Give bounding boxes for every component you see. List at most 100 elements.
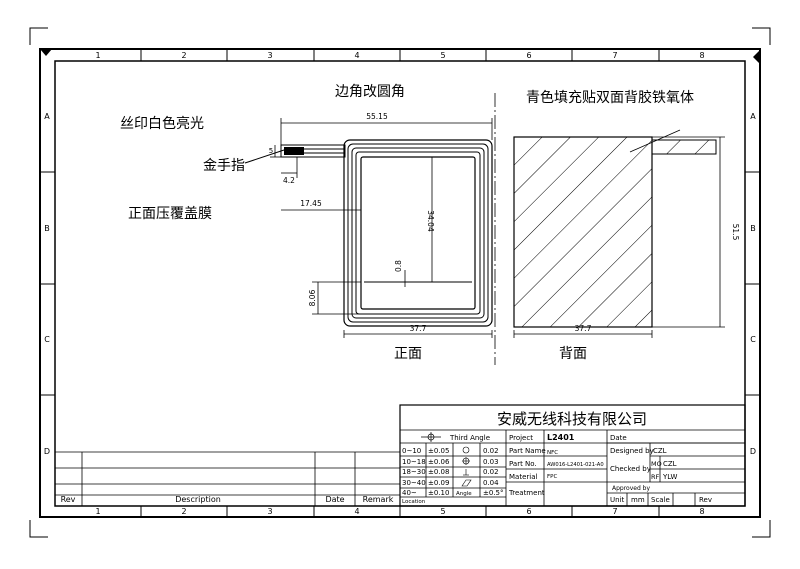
back-ferrite-note: 青色填充贴双面背胶铁氧体 [526, 89, 694, 106]
tol-range: 0~10 [402, 447, 421, 455]
third-angle-projection-icon [421, 432, 441, 442]
dim-tab-width: 4.2 [283, 176, 295, 185]
back-caption: 背面 [559, 346, 587, 362]
antenna-coil [343, 139, 493, 327]
geo-tol-value: 0.03 [483, 458, 499, 466]
col-label-bottom: 1 [95, 507, 100, 516]
third-angle-label: Third Angle [449, 434, 490, 442]
rev-label: Rev [699, 496, 712, 504]
angle-label: Angle [456, 491, 472, 497]
approved-by-label: Approved by [612, 485, 650, 492]
roundness-icon [462, 446, 470, 454]
front-corner-note: 边角改圆角 [335, 84, 405, 100]
front-dimension-lines [270, 118, 493, 338]
column-dividers [40, 49, 760, 517]
geo-tol-value: 0.02 [483, 447, 499, 455]
col-label-top: 1 [95, 51, 100, 60]
designed-by-label: Designed by [610, 447, 654, 455]
row-label-left: C [44, 335, 50, 344]
dim-back-height: 51.5 [731, 224, 740, 241]
col-label-top: 3 [267, 51, 272, 60]
col-label-bottom: 8 [699, 507, 704, 516]
row-label-right: C [750, 335, 756, 344]
col-label-bottom: 3 [267, 507, 272, 516]
front-view: 边角改圆角 丝印白色亮光 金手指 正面压覆盖膜 [120, 84, 493, 362]
part-name-value: NFC [547, 450, 558, 456]
top-orientation-mark [40, 49, 52, 56]
row-label-left: B [44, 224, 50, 233]
material-label: Material [509, 473, 537, 481]
scale-label: Scale [651, 496, 670, 504]
flatness-icon [461, 479, 472, 487]
location-label: Location [402, 499, 426, 505]
col-label-top: 5 [440, 51, 445, 60]
tol-range: 10~18 [402, 458, 426, 466]
tol-value: ±0.06 [428, 458, 450, 466]
title-block [399, 404, 746, 507]
back-dimension-lines [513, 136, 725, 338]
geo-tol-value: 0.04 [483, 479, 499, 487]
geo-tol-value: 0.02 [483, 468, 499, 476]
right-orientation-mark [753, 50, 760, 64]
col-label-bottom: 6 [526, 507, 531, 516]
part-no-value: AW016-L2401-021-A0 [547, 462, 604, 468]
col-label-bottom: 2 [181, 507, 186, 516]
position-icon [462, 457, 470, 465]
mo-label: MO [651, 460, 662, 468]
dim-tab-height: 5 [269, 147, 273, 155]
back-view: 青色填充贴双面背胶铁氧体 51.5 37.7 背面 [513, 89, 740, 362]
rf-label: RF [651, 473, 660, 481]
silkscreen-note: 丝印白色亮光 [120, 115, 204, 132]
row-label-left: A [44, 112, 50, 121]
date-label: Date [610, 434, 627, 442]
dim-offset-left: 17.45 [300, 199, 322, 208]
perpendicularity-icon [463, 469, 469, 476]
rf-value: YLW [662, 473, 678, 481]
company-name: 安威无线科技有限公司 [497, 410, 647, 428]
tol-value: ±0.08 [428, 468, 449, 476]
col-label-top: 2 [181, 51, 186, 60]
revision-header-description: Description [175, 495, 221, 504]
dim-back-width: 37.7 [575, 324, 592, 333]
dim-overall-width: 55.15 [366, 112, 388, 121]
tol-range: 30~40 [402, 479, 426, 487]
angle-tol-value: ±0.5° [483, 489, 504, 497]
tol-range: 18~30 [402, 468, 426, 476]
col-label-bottom: 7 [612, 507, 617, 516]
unit-value: mm [631, 496, 645, 504]
designed-by-value: CZL [653, 447, 667, 455]
row-label-right: A [750, 112, 756, 121]
col-label-top: 4 [354, 51, 359, 60]
coverlay-note: 正面压覆盖膜 [128, 206, 212, 222]
part-name-label: Part Name [509, 447, 546, 455]
revision-block [55, 451, 400, 506]
project-value: L2401 [547, 433, 575, 442]
checked-by-label: Checked by [610, 465, 651, 473]
corner-marks [29, 27, 771, 538]
tol-value: ±0.10 [428, 489, 449, 497]
gold-finger-tab [244, 144, 346, 164]
project-label: Project [509, 434, 533, 442]
row-label-left: D [44, 447, 50, 456]
row-label-right: D [750, 447, 756, 456]
col-label-top: 8 [699, 51, 704, 60]
dim-bottom-height: 8.06 [308, 289, 317, 306]
mo-value: CZL [663, 460, 677, 468]
revision-header-remark: Remark [363, 495, 394, 504]
col-label-top: 7 [612, 51, 617, 60]
revision-header-rev: Rev [61, 495, 76, 504]
front-caption: 正面 [394, 346, 422, 362]
dim-inner-height: 34.04 [426, 210, 435, 232]
gold-finger-note: 金手指 [203, 158, 245, 174]
col-label-bottom: 4 [354, 507, 359, 516]
dim-gap: 0.8 [394, 260, 403, 272]
unit-label: Unit [610, 496, 625, 504]
col-label-bottom: 5 [440, 507, 445, 516]
tol-value: ±0.05 [428, 447, 449, 455]
material-value: FPC [547, 474, 557, 480]
tol-range: 40~ [402, 489, 417, 497]
title-block-text: 安威无线科技有限公司 Third Angle 0~10 ±0.05 10~18 … [402, 410, 712, 505]
dim-front-width: 37.7 [410, 324, 427, 333]
